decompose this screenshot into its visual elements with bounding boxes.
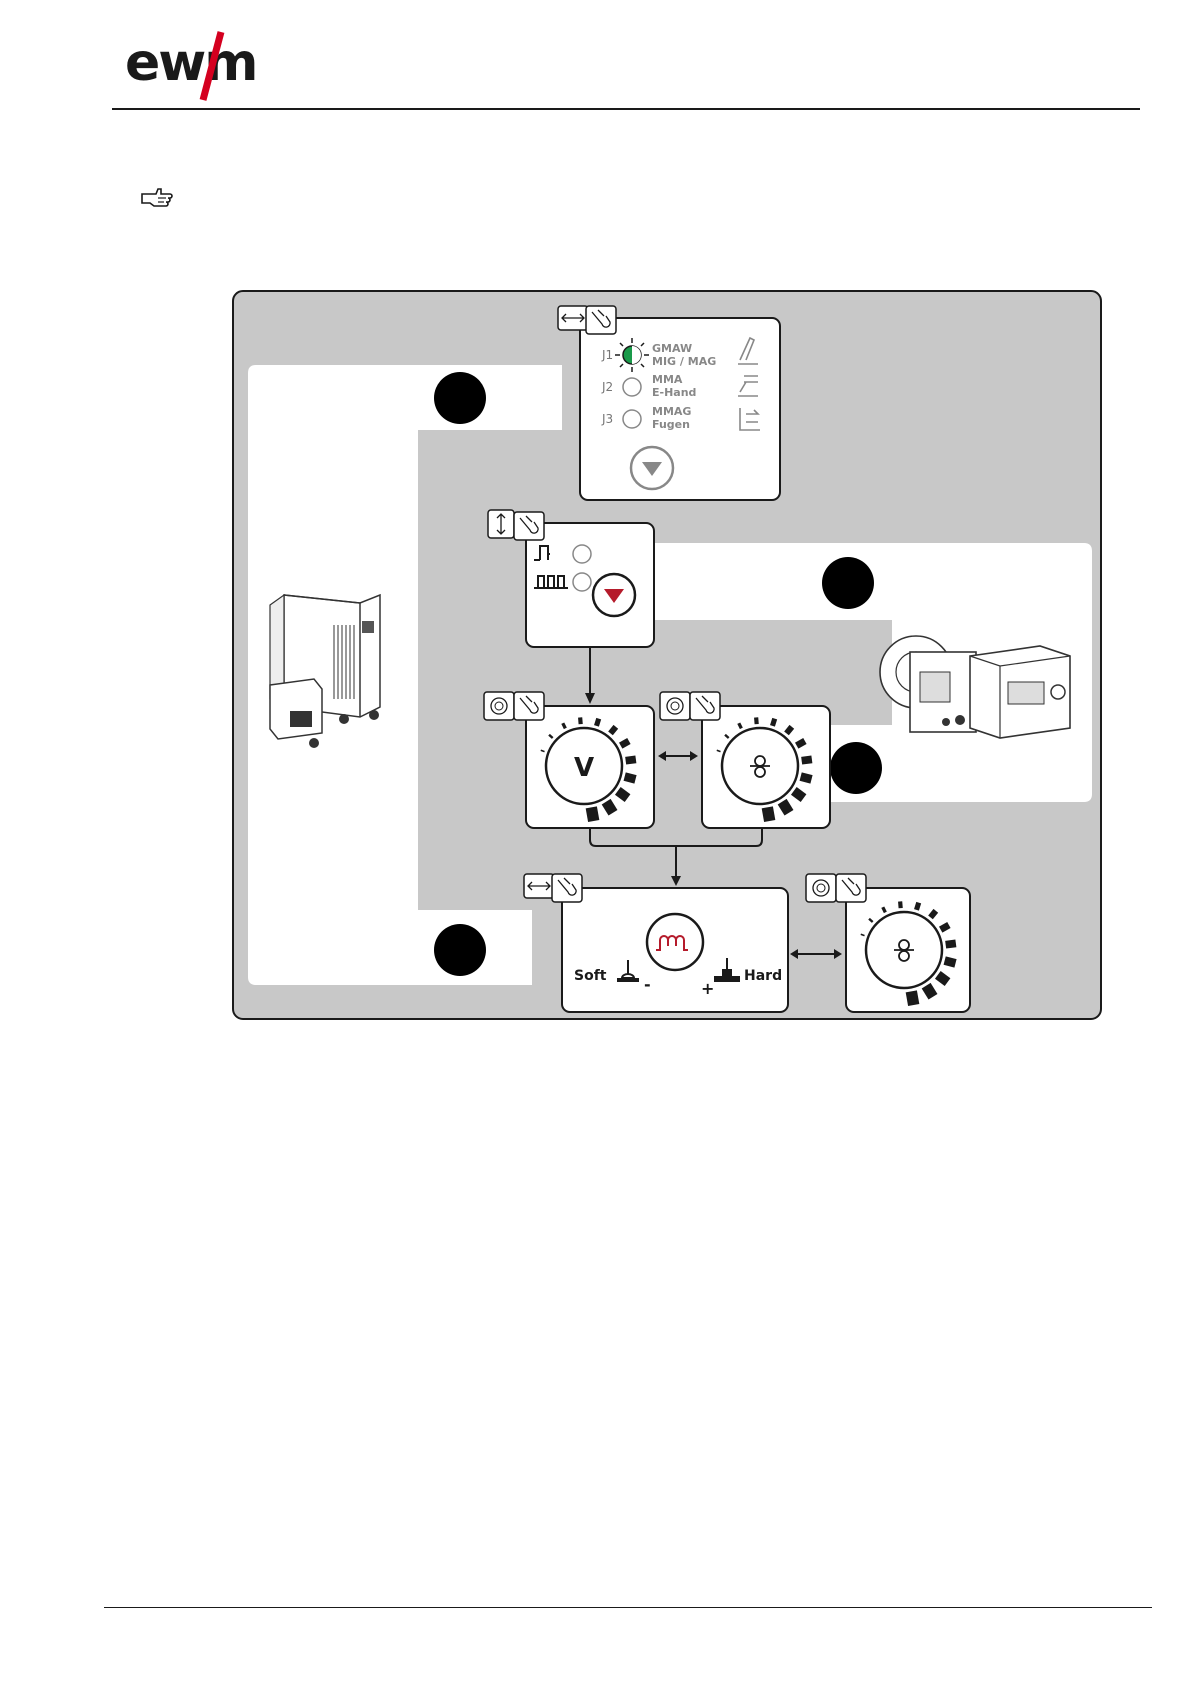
- step-circle-1: [434, 372, 486, 424]
- scale-tick: [772, 719, 774, 726]
- mode-selector-panel: J1 GMAW MIG / MAG J2 MMA E-Hand J3 MMAG …: [558, 306, 780, 500]
- mode-sublabel-gmaw: MIG / MAG: [652, 355, 716, 368]
- rotate-knob-icon: [484, 692, 514, 720]
- mode-sublabel-mma: E-Hand: [652, 386, 696, 399]
- scale-tick: [626, 759, 636, 760]
- mode-select-button[interactable]: [631, 447, 673, 489]
- scale-tick: [945, 961, 956, 964]
- scale-tick: [739, 723, 742, 728]
- hand-pointer-icon: [514, 512, 544, 540]
- rotate-knob-icon: [806, 874, 836, 902]
- mode-prefix-1: J1: [601, 348, 613, 362]
- scale-tick: [900, 901, 901, 908]
- hand-pointer-icon: [514, 692, 544, 720]
- vertical-arrows-icon: [488, 510, 514, 538]
- scale-tick: [794, 791, 804, 798]
- scale-tick: [938, 975, 948, 982]
- horizontal-arrows-icon: [524, 874, 554, 898]
- hand-pointer-icon: [836, 874, 866, 902]
- scale-tick: [883, 907, 886, 912]
- step-circle-3: [830, 742, 882, 794]
- scale-tick: [621, 741, 629, 746]
- led-two-stroke[interactable]: [573, 545, 591, 563]
- scale-tick: [767, 807, 769, 821]
- operating-mode-button[interactable]: [593, 574, 635, 616]
- led-mmag[interactable]: [623, 410, 641, 428]
- scale-tick: [756, 717, 757, 724]
- mode-sublabel-mmag: Fugen: [652, 418, 690, 431]
- scale-tick: [625, 777, 636, 780]
- scale-tick: [591, 807, 593, 821]
- scale-tick: [580, 717, 581, 724]
- mode-label-mmag: MMAG: [652, 405, 691, 418]
- hand-pointer-icon: [586, 306, 616, 334]
- scale-tick: [563, 723, 566, 728]
- rotate-knob-icon: [660, 692, 690, 720]
- hard-label: Hard: [744, 968, 782, 984]
- led-four-stroke[interactable]: [573, 573, 591, 591]
- logo-text: ewm: [125, 33, 257, 93]
- mode-label-mma: MMA: [652, 373, 683, 386]
- horizontal-arrows-icon: [558, 306, 588, 330]
- scale-tick: [606, 802, 613, 813]
- minus-label: -: [644, 975, 651, 994]
- mode-prefix-3: J3: [601, 412, 613, 426]
- mode-prefix-2: J2: [601, 380, 613, 394]
- scale-tick: [941, 925, 949, 930]
- scale-tick: [596, 719, 598, 726]
- hand-pointer-icon: [140, 186, 174, 208]
- scale-tick: [926, 986, 933, 997]
- dynamics-panel: Soft - + Hard: [524, 874, 788, 1012]
- plus-label: +: [701, 979, 714, 998]
- operation-diagram: J1 GMAW MIG / MAG J2 MMA E-Hand J3 MMAG …: [232, 290, 1102, 1020]
- scale-tick: [801, 777, 812, 780]
- scale-tick: [786, 727, 791, 734]
- hand-pointer-icon: [552, 874, 582, 902]
- scale-tick: [802, 759, 812, 760]
- ewm-logo: ewm: [125, 30, 285, 102]
- soft-label: Soft: [574, 968, 607, 984]
- scale-tick: [782, 802, 789, 813]
- scale-tick: [946, 943, 956, 944]
- mode-label-gmaw: GMAW: [652, 342, 692, 355]
- scale-tick: [911, 991, 913, 1005]
- step-circle-2: [822, 557, 874, 609]
- scale-tick: [797, 741, 805, 746]
- hand-pointer-icon: [690, 692, 720, 720]
- scale-tick: [916, 903, 918, 910]
- scale-tick: [618, 791, 628, 798]
- led-mma[interactable]: [623, 378, 641, 396]
- footer-rule: [104, 1607, 1152, 1608]
- header-rule: [112, 108, 1140, 110]
- scale-tick: [930, 911, 935, 918]
- voltage-symbol: V: [574, 753, 594, 783]
- step-circle-4: [434, 924, 486, 976]
- scale-tick: [610, 727, 615, 734]
